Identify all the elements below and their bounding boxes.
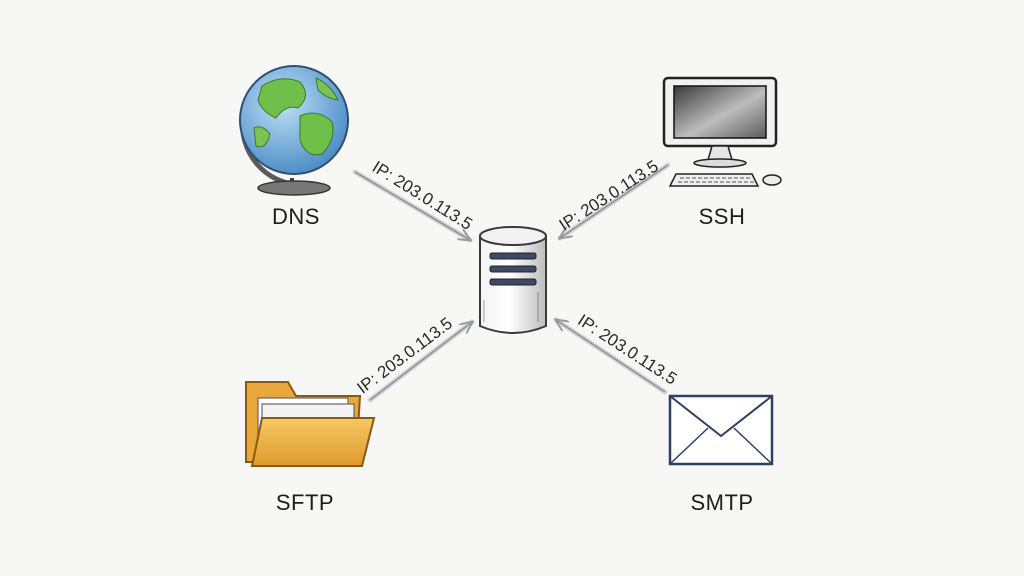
globe-icon xyxy=(239,65,349,196)
server-icon xyxy=(479,226,547,334)
node-label-ssh: SSH xyxy=(698,204,746,229)
node-label-dns: DNS xyxy=(272,204,320,229)
folder-icon xyxy=(245,381,376,467)
node-label-sftp: SFTP xyxy=(275,490,335,515)
edge-ssh-arrow xyxy=(560,162,671,241)
edge-dns-arrow xyxy=(352,169,470,243)
node-label-smtp: SMTP xyxy=(690,490,754,515)
edge-smtp-arrow xyxy=(556,317,668,395)
envelope-icon xyxy=(668,394,774,466)
computer-icon xyxy=(662,76,782,187)
edge-sftp-arrow xyxy=(367,319,472,403)
